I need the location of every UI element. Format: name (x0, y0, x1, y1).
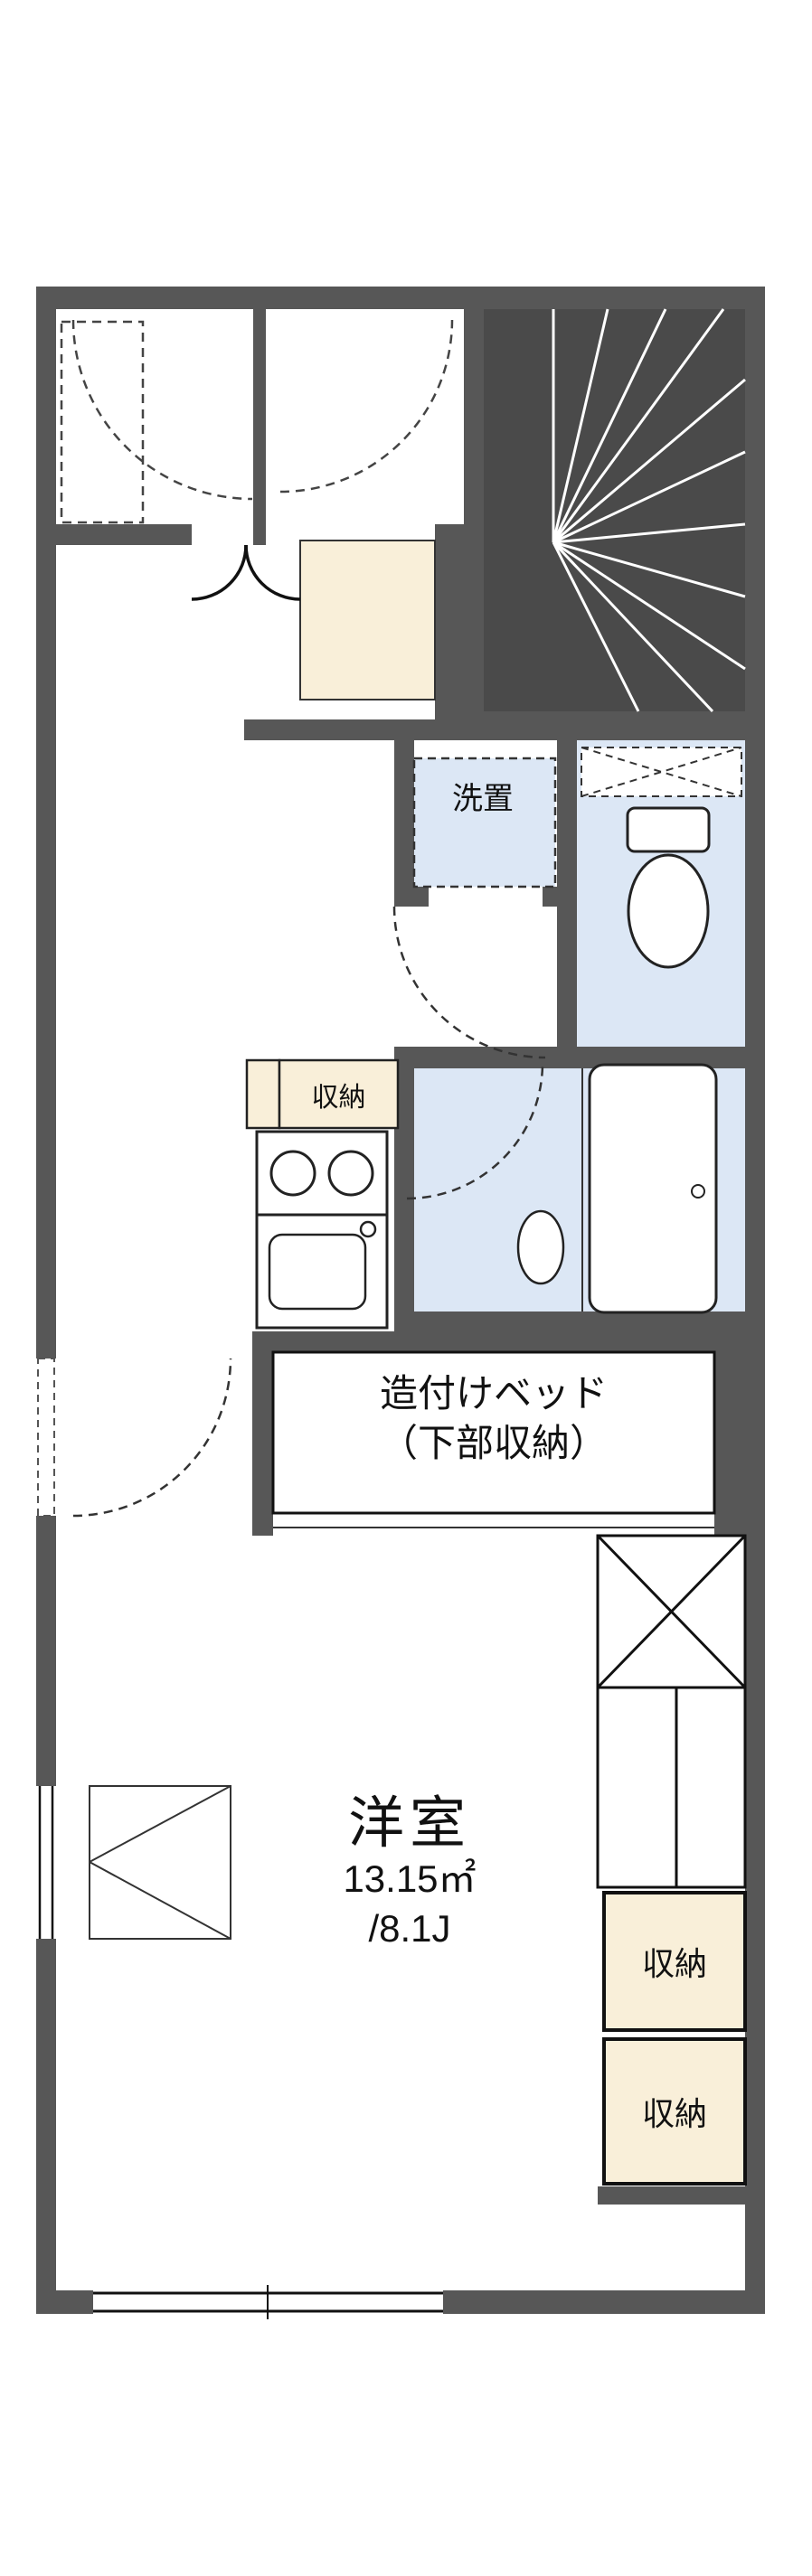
bed-label: 造付けベッド （下部収納） (273, 1368, 714, 1469)
storage-boxes-right (602, 1891, 747, 2186)
porch-closet-dashed (60, 320, 145, 524)
wall-bath-bottom (394, 1312, 745, 1331)
storage-box-1 (602, 1891, 747, 2032)
bathtub-drain (691, 1184, 705, 1199)
bed-label-line2: （下部収納） (379, 1422, 608, 1465)
closet-right (596, 1534, 747, 1889)
bed-label-line1: 造付けベッド (379, 1372, 608, 1415)
room-area-m2: 13.15㎡ (343, 1857, 477, 1901)
washer-label: 洗置 (452, 782, 514, 816)
left-wall-window (36, 1786, 56, 1939)
wall-washer-left (394, 740, 414, 907)
toilet-room (577, 740, 745, 1047)
sink-basin (268, 1233, 367, 1311)
wall-bed-right-block (714, 1331, 765, 1536)
wall-porch-bottom (36, 524, 192, 545)
bed-box (271, 1350, 716, 1515)
bottom-window (93, 2285, 443, 2319)
counter-box (89, 1785, 231, 1940)
left-counter (89, 1785, 231, 1940)
kitchen-storage-cell (278, 1058, 400, 1130)
wall-porch-stub (253, 309, 266, 545)
wall-entry-right (435, 524, 464, 740)
main-room-label: 洋室 13.15㎡ /8.1J (138, 1792, 681, 1953)
wall-bed-top (252, 1331, 739, 1352)
washer-box (412, 757, 557, 888)
wall-bath-top (394, 1047, 765, 1068)
storage-box-2 (602, 2037, 747, 2186)
wall-bed-left (252, 1331, 273, 1536)
kitchen-storage-cell-small (245, 1058, 281, 1130)
porch (60, 319, 454, 524)
stove-burner-right (327, 1150, 374, 1197)
storage-label-1: 収納 (641, 1945, 707, 1982)
entry-door-arc-1 (71, 319, 253, 501)
wall-bath-left (394, 1068, 414, 1331)
double-door-arcs (191, 544, 301, 601)
door-opening-dashes (37, 1358, 55, 1517)
washer-area (392, 757, 557, 1059)
built-in-bed (271, 1350, 716, 1528)
bathroom (406, 1062, 745, 1314)
storage-label-2: 収納 (641, 2095, 707, 2132)
wall-right (745, 287, 765, 2314)
left-wall-door-opening (36, 1359, 56, 1516)
stove (255, 1130, 389, 1217)
faucet (359, 1220, 377, 1238)
entry-door-arc-2 (279, 319, 454, 494)
wall-under-storage (598, 2186, 745, 2205)
stair-treads (552, 308, 746, 713)
stove-burner-left (269, 1150, 316, 1197)
closet-box (596, 1534, 747, 1889)
wash-basin (516, 1209, 565, 1285)
wall-hall-top (244, 719, 765, 740)
genkan-step (299, 540, 436, 700)
room-area-jo: /8.1J (368, 1906, 451, 1950)
wall-left (36, 287, 56, 2314)
room-name: 洋室 (347, 1792, 471, 1855)
genkan (191, 540, 436, 700)
kitchen (245, 1058, 400, 1330)
wall-top (36, 287, 765, 309)
kitchen-storage-label: 収納 (311, 1082, 366, 1113)
wall-washer-bottom-left-stub (394, 887, 429, 907)
room-door (36, 1358, 232, 1518)
wall-stair-left (464, 287, 484, 732)
toilet-tank (626, 806, 711, 853)
staircase (484, 308, 746, 713)
washroom-door-arc (392, 906, 546, 1059)
toilet-bowl (627, 853, 710, 969)
bathtub (588, 1063, 718, 1314)
room-door-arc (72, 1358, 232, 1518)
stair-floor (484, 309, 745, 711)
wall-washer-bottom-right-stub (543, 887, 577, 907)
toilet-shelf (581, 747, 742, 797)
